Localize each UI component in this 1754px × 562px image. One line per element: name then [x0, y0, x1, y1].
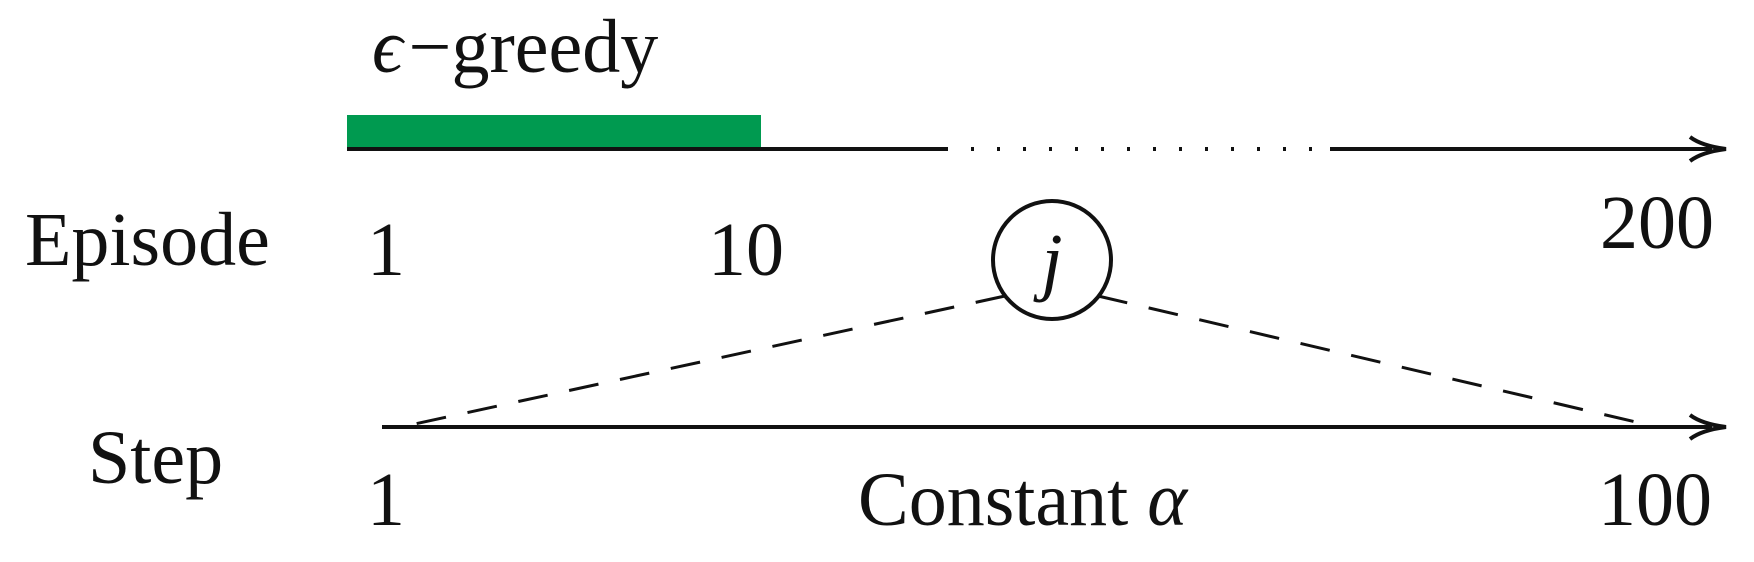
- step-tick-start: 1: [367, 458, 405, 542]
- constant-text: Constant: [858, 458, 1147, 542]
- greedy-phase-bar: [347, 115, 761, 149]
- step-label: Step: [88, 416, 223, 500]
- minus-sign: −: [409, 5, 452, 89]
- alpha-symbol: α: [1147, 458, 1189, 542]
- step-axis-arrowhead: [1688, 413, 1727, 441]
- constant-alpha-caption: Constant α: [858, 458, 1189, 542]
- zoom-line-right: [1097, 294, 1641, 425]
- greedy-text: greedy: [452, 5, 659, 89]
- step-tick-end: 100: [1598, 458, 1712, 542]
- zoom-line-left: [409, 294, 1006, 427]
- episode-tick-end: 200: [1600, 181, 1714, 265]
- episode-tick-mid: 10: [708, 208, 784, 292]
- epsilon-greedy-label: ϵ−greedy: [372, 5, 658, 89]
- episode-tick-start: 1: [367, 208, 405, 292]
- episode-axis-arrowhead: [1688, 135, 1727, 163]
- epsilon-symbol: ϵ: [372, 5, 406, 89]
- episode-j-marker: [991, 199, 1113, 321]
- episode-label: Episode: [25, 198, 270, 282]
